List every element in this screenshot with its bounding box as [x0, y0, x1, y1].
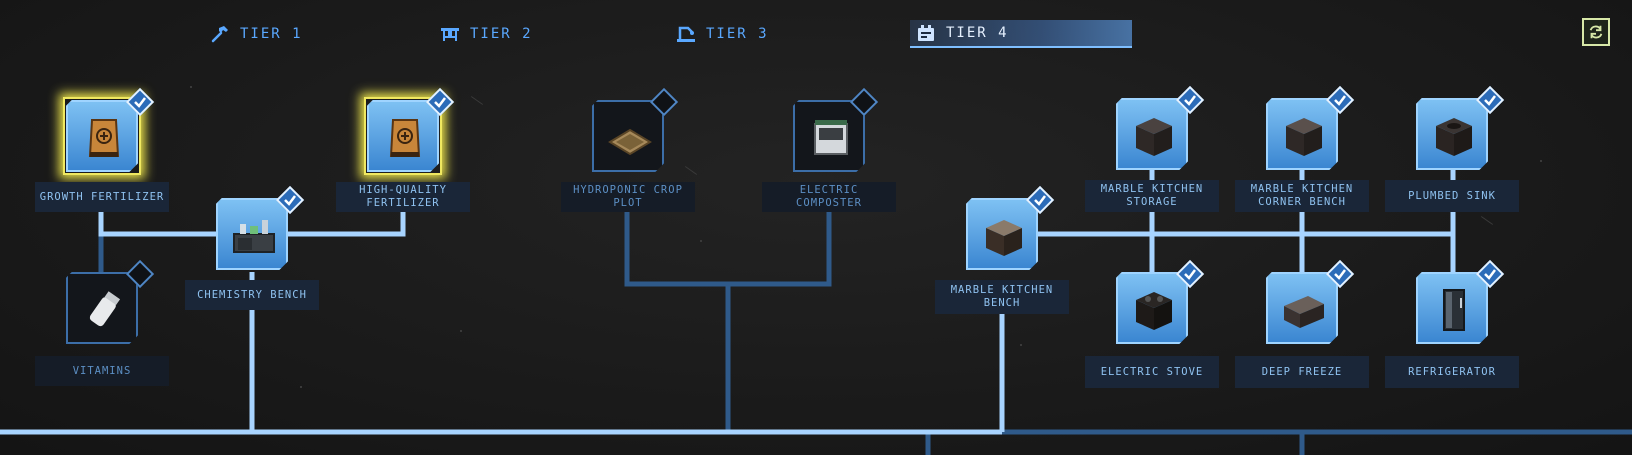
node-label-growth-fertilizer: GROWTH FERTILIZER	[35, 182, 169, 212]
tab-tier2[interactable]: TIER 2	[434, 20, 541, 48]
check-icon	[1334, 95, 1346, 106]
node-label-marble-kitchen-bench: MARBLE KITCHEN BENCH	[935, 280, 1069, 314]
sink-icon	[1436, 118, 1472, 156]
unlocked-check-badge	[1175, 85, 1205, 115]
node-hydroponic-crop-plot[interactable]	[592, 100, 664, 172]
stove-icon	[1136, 292, 1172, 330]
corner-bench-icon	[1286, 118, 1322, 156]
fertilizer-bag-icon	[389, 119, 421, 157]
unlocked-check-badge	[1175, 259, 1205, 289]
tab-tier3[interactable]: TIER 3	[670, 20, 777, 48]
node-chemistry-bench[interactable]	[216, 198, 288, 270]
highlight-glow	[63, 97, 141, 175]
composter-icon	[814, 120, 848, 155]
locked-lines	[98, 208, 1632, 455]
node-refrigerator[interactable]	[1416, 272, 1488, 344]
vitamin-bottle-icon	[89, 291, 121, 327]
line-hydroponic-composter	[624, 208, 832, 287]
bg-dot	[190, 86, 192, 88]
unlocked-check-badge	[1325, 85, 1355, 115]
unlocked-check-badge	[1025, 185, 1055, 215]
node-label-vitamins: VITAMINS	[35, 356, 169, 386]
highlight-glow	[364, 97, 442, 175]
node-label-chemistry-bench: CHEMISTRY BENCH	[185, 280, 319, 310]
kitchen-bench-icon	[986, 220, 1022, 256]
node-high-quality-fertilizer[interactable]	[367, 100, 439, 172]
tab-tier3-label: TIER 3	[706, 26, 769, 42]
node-growth-fertilizer[interactable]	[66, 100, 138, 172]
freezer-icon	[1284, 296, 1324, 328]
tab-tier4[interactable]: TIER 4	[910, 20, 1132, 48]
check-icon	[434, 97, 446, 108]
refresh-icon	[1589, 25, 1603, 39]
node-label-deep-freeze: DEEP FREEZE	[1235, 356, 1369, 388]
node-electric-stove[interactable]	[1116, 272, 1188, 344]
node-label-electric-composter: ELECTRIC COMPOSTER	[762, 182, 896, 212]
node-label-electric-stove: ELECTRIC STOVE	[1085, 356, 1219, 388]
fridge-icon	[1443, 289, 1465, 331]
unlocked-check-badge	[125, 87, 155, 117]
node-label-marble-kitchen-corner-bench: MARBLE KITCHEN CORNER BENCH	[1235, 180, 1369, 212]
robot-arm-icon	[677, 26, 695, 42]
node-label-plumbed-sink: PLUMBED SINK	[1385, 180, 1519, 212]
fertilizer-bag-icon	[88, 119, 120, 157]
node-label-high-quality-fertilizer: HIGH-QUALITY FERTILIZER	[336, 182, 470, 212]
unlocked-check-badge	[1475, 85, 1505, 115]
check-icon	[1484, 95, 1496, 106]
workbench-icon	[441, 28, 459, 41]
check-icon	[1184, 269, 1196, 280]
unlocked-check-badge	[425, 87, 455, 117]
storage-cabinet-icon	[1136, 118, 1172, 156]
check-icon	[1484, 269, 1496, 280]
chemistry-bench-icon	[233, 220, 275, 253]
node-vitamins[interactable]	[66, 272, 138, 344]
bg-dot	[300, 386, 302, 388]
check-icon	[284, 195, 296, 206]
node-deep-freeze[interactable]	[1266, 272, 1338, 344]
bg-dot	[1540, 160, 1542, 162]
unlocked-check-badge	[1325, 259, 1355, 289]
tab-tier1-label: TIER 1	[240, 26, 303, 42]
tab-tier4-label: TIER 4	[946, 25, 1009, 41]
node-marble-kitchen-corner-bench[interactable]	[1266, 98, 1338, 170]
check-icon	[134, 97, 146, 108]
node-label-marble-kitchen-storage: MARBLE KITCHEN STORAGE	[1085, 180, 1219, 212]
tab-tier1[interactable]: TIER 1	[204, 20, 311, 48]
unlocked-check-badge	[1475, 259, 1505, 289]
check-icon	[1334, 269, 1346, 280]
bg-dot	[700, 240, 702, 242]
machine-icon	[918, 25, 934, 41]
check-icon	[1184, 95, 1196, 106]
node-electric-composter[interactable]	[793, 100, 865, 172]
node-label-hydroponic-crop-plot: HYDROPONIC CROP PLOT	[561, 182, 695, 212]
node-marble-kitchen-storage[interactable]	[1116, 98, 1188, 170]
unlocked-check-badge	[275, 185, 305, 215]
tab-tier2-label: TIER 2	[470, 26, 533, 42]
node-label-refrigerator: REFRIGERATOR	[1385, 356, 1519, 388]
check-icon	[1034, 195, 1046, 206]
bg-dot	[460, 330, 462, 332]
node-marble-kitchen-bench[interactable]	[966, 198, 1038, 270]
crop-plot-icon	[608, 128, 652, 156]
hammer-icon	[211, 26, 228, 43]
bg-dot	[1020, 344, 1022, 346]
refresh-button[interactable]	[1582, 18, 1610, 46]
node-plumbed-sink[interactable]	[1416, 98, 1488, 170]
